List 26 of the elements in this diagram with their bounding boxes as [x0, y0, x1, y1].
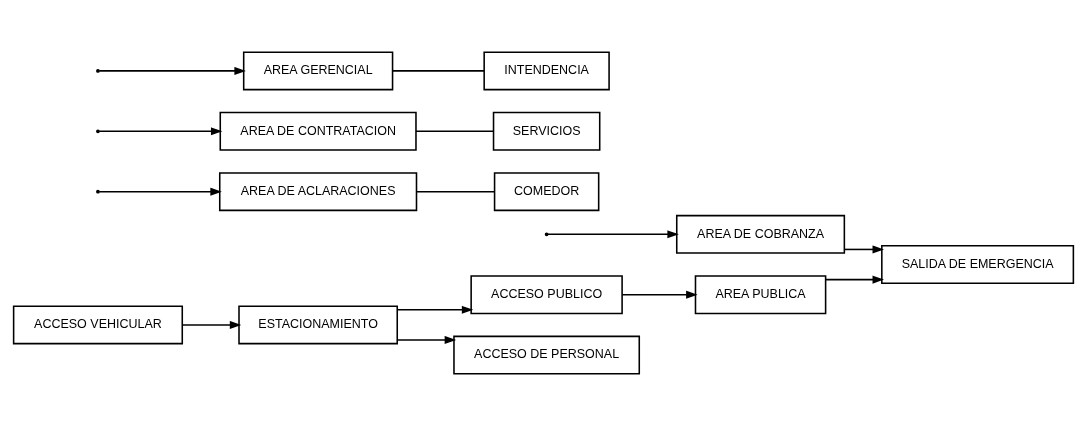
node-box: ACCESO VEHICULAR [12, 305, 184, 345]
node-box: AREA GERENCIAL [242, 51, 394, 91]
connector [391, 70, 485, 72]
arrow [824, 275, 884, 284]
node-box: AREA DE CONTRATACION [219, 111, 417, 151]
node-box: AREA PUBLICA [694, 275, 827, 315]
arrow [98, 66, 246, 75]
node-box: AREA DE COBRANZA [675, 214, 846, 254]
node-box: INTENDENCIA [483, 51, 610, 91]
node-box: ACCESO DE PERSONAL [453, 335, 641, 375]
arrow [621, 290, 698, 299]
arrow [396, 336, 457, 345]
node-box: COMEDOR [493, 172, 600, 212]
node-box: SERVICIOS [492, 111, 601, 151]
arrow [547, 230, 679, 239]
node-box: ACCESO PUBLICO [470, 275, 623, 315]
arrow [98, 187, 222, 196]
node-box: SALIDA DE EMERGENCIA [881, 245, 1075, 285]
connector [415, 190, 496, 193]
arrow [396, 305, 474, 314]
node-box: AREA DE ACLARACIONES [218, 172, 418, 212]
arrow [98, 127, 223, 136]
arrow [181, 320, 242, 329]
arrow [843, 245, 884, 254]
node-box: ESTACIONAMIENTO [238, 305, 398, 345]
connector [415, 130, 495, 133]
